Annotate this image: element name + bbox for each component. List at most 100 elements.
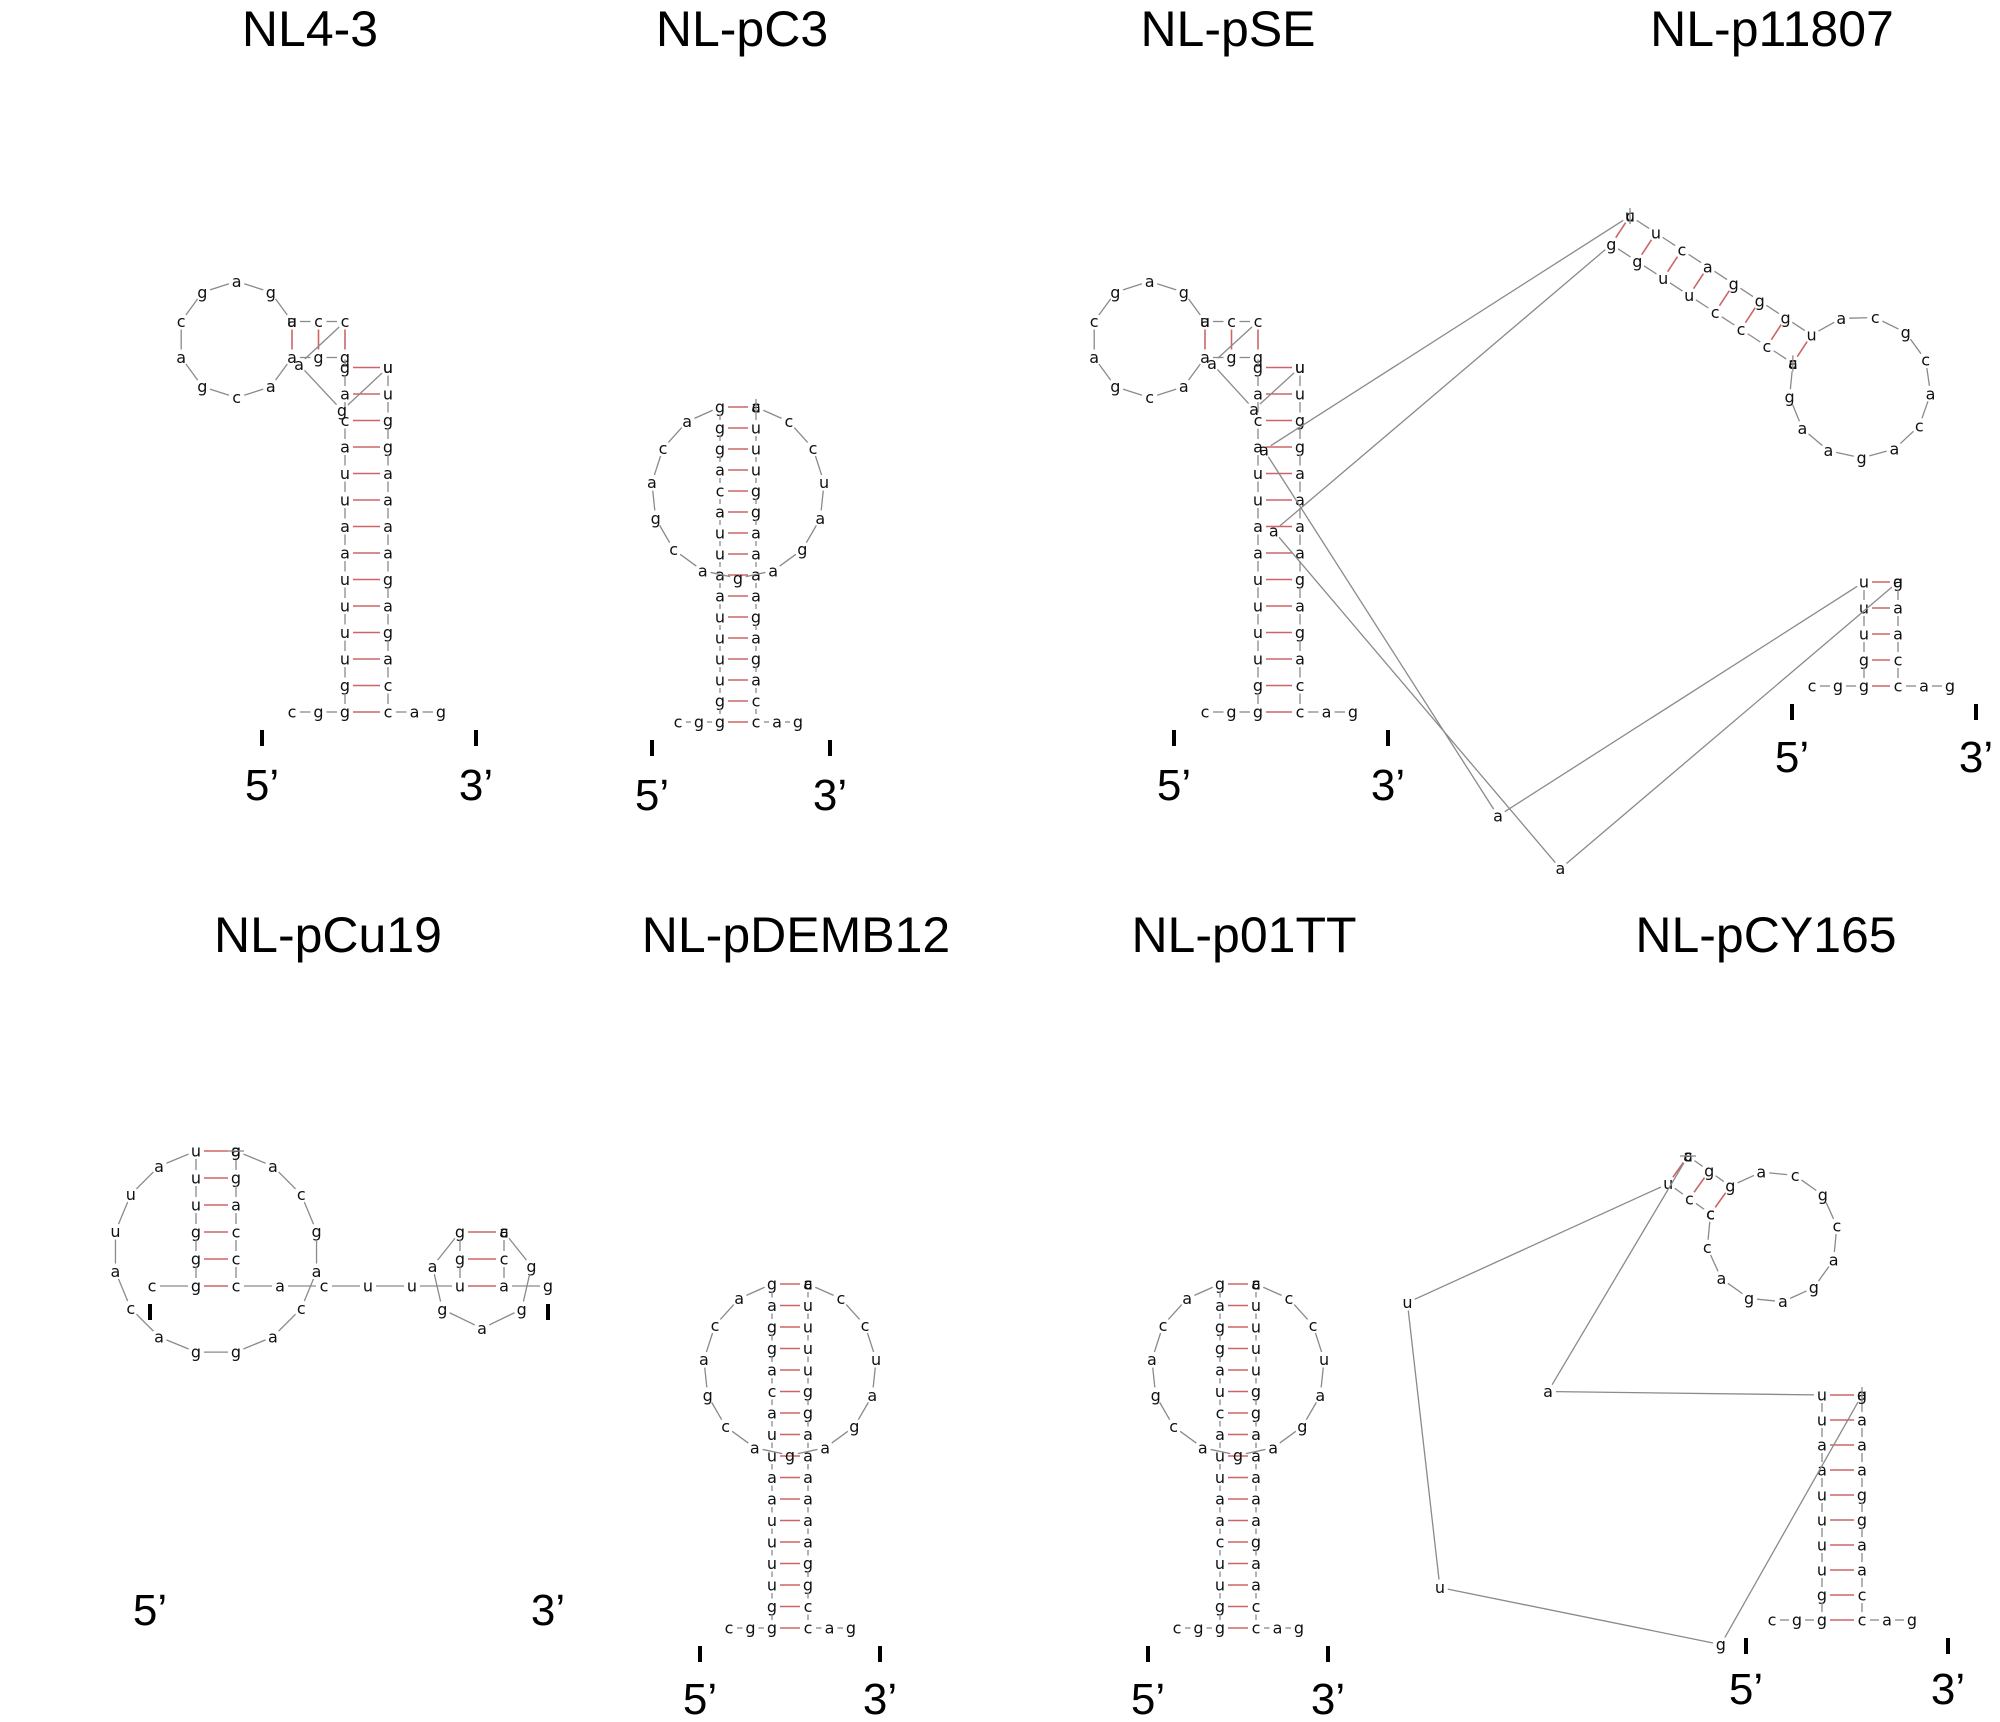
nucleotide: u [287,312,297,331]
panel-nl-pc3: NL-pC3 5’ 3’ gguuuuaauuacagggccagagaaaag… [635,1,847,820]
backbone-link [347,372,383,406]
backbone-link [805,525,817,544]
nucleotide: g [1704,1162,1714,1181]
nucleotide: c [1254,411,1263,430]
backbone-link [1792,404,1801,422]
backbone-link [659,525,671,544]
nucleotide: a [803,1511,813,1530]
nucleotide: g [1226,703,1236,722]
backbone-link [731,1430,749,1444]
nucleotide: c [1309,1316,1318,1335]
nucleotide: a [1089,348,1099,367]
nucleotide: u [363,1277,373,1296]
nucleotide: u [1251,1318,1261,1337]
nucleotide: a [803,1468,813,1487]
nucleotide: a [1253,438,1263,457]
nucleotide: c [1894,651,1903,670]
nucleotide: c [232,1223,241,1242]
backbone-link [1320,1367,1324,1388]
nucleotide: c [804,1597,813,1616]
nucleotide: g [1110,377,1120,396]
nucleotide: c [861,1316,870,1335]
backbone-link [1825,1202,1835,1220]
nucleotide: a [815,509,825,528]
panel-nl4-3: NL4-3 5’ 3’ gguuuuaauuacagccagagaaaagguu… [176,1,493,810]
nucleotide: a [767,1404,777,1423]
nucleotide: c [1858,1611,1867,1630]
nucleotide: a [1253,544,1263,563]
nucleotide: g [191,1343,201,1362]
nucleotide: a [499,1223,509,1242]
nucleotide: g [437,1300,447,1319]
nucleotide: a [767,1361,777,1380]
nucleotide: c [669,540,678,559]
nucleotide: u [1253,464,1263,483]
backbone-link [831,1430,849,1444]
nucleotide: a [772,713,782,732]
backbone-link [209,388,230,396]
nucleotide: g [340,676,350,695]
nucleotide: g [1901,323,1911,342]
nucleotide: g [1251,1382,1261,1401]
nucleotide: u [767,1447,777,1466]
backbone-link [522,1274,531,1302]
nucleotide: a [1269,522,1279,541]
nucleotide: g [1857,1511,1867,1530]
nucleotide: g [849,1417,859,1436]
nucleotide: a [1200,348,1210,367]
backbone-link [1122,388,1143,396]
nucleotide: u [1806,325,1816,344]
backbone-link [1769,1172,1788,1176]
nucleotide: u [340,491,350,510]
nucleotide: g [231,1169,241,1188]
backbone-link [1566,586,1893,864]
nucleotide: c [1808,677,1817,696]
nucleotide: a [1295,544,1305,563]
nucleotide: c [1216,1404,1225,1423]
nucleotide: c [1252,1619,1261,1638]
nucleotide: a [1893,625,1903,644]
nucleotide: g [197,377,207,396]
nucleotide: g [846,1619,856,1638]
backbone-link [1721,316,1735,326]
backbone-link [1724,1401,1859,1638]
nucleotide: u [1295,385,1305,404]
nucleotide: g [1725,1177,1735,1196]
nucleotide: a [1273,1619,1283,1638]
nucleotide: u [715,629,725,648]
nucleotide: a [751,524,761,543]
nucleotide: g [1294,1619,1304,1638]
backbone-link [185,298,199,316]
backbone-link [1747,333,1761,343]
nucleotide: c [752,713,761,732]
nucleotide: a [1251,1425,1261,1444]
backbone-link [1122,283,1143,291]
backbone-link [1259,372,1295,405]
nucleotide: g [1215,1275,1225,1294]
nucleotide: g [383,411,393,430]
nucleotide: g [1253,348,1263,367]
nucleotide: a [176,348,186,367]
backbone-link [797,1448,818,1455]
nucleotide: a [750,1438,760,1457]
nucleotide: a [1251,1490,1261,1509]
three-prime-label: 3’ [459,761,493,810]
nucleotide: u [1817,1536,1827,1555]
nucleotide: c [768,1382,777,1401]
nucleotide: a [1251,1511,1261,1530]
nucleotide: a [499,1277,509,1296]
backbone-link [1727,1282,1743,1295]
nucleotide: c [232,388,241,407]
nucleotide: a [287,348,297,367]
nucleotide: g [1755,291,1765,310]
nucleotide: c [177,312,186,331]
backbone-link [1789,1290,1807,1299]
nucleotide: g [1744,1289,1754,1308]
nucleotide: c [836,1289,845,1308]
nucleotide: a [1315,1386,1325,1405]
nucleotide: g [191,1250,201,1269]
panel-nl-pse: NL-pSE 5’ 3’ gguuuuaauuacagccagagaaaaggu… [1089,1,1405,810]
nucleotide: a [1756,1163,1766,1182]
nucleotide: u [1402,1293,1412,1312]
